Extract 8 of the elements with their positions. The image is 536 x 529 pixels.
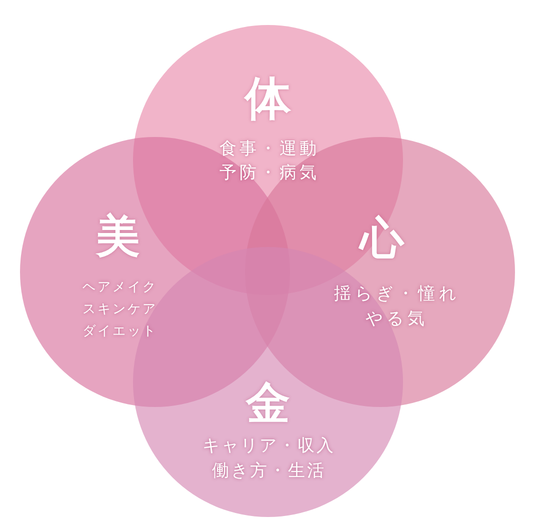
circle-heading: 金 bbox=[244, 382, 291, 426]
circle-text: 食事・運動予防・病気 bbox=[218, 138, 320, 185]
circle-heading: 体 bbox=[243, 75, 292, 121]
circle-heading: 美 bbox=[94, 215, 141, 259]
circle-text: 揺らぎ・憧れやる気 bbox=[333, 283, 461, 331]
circle-text: キャリア・収入働き方・生活 bbox=[202, 435, 336, 483]
circle-text: ヘアメイクスキンケアダイエット bbox=[82, 279, 158, 341]
circle-heading: 心 bbox=[358, 217, 406, 261]
